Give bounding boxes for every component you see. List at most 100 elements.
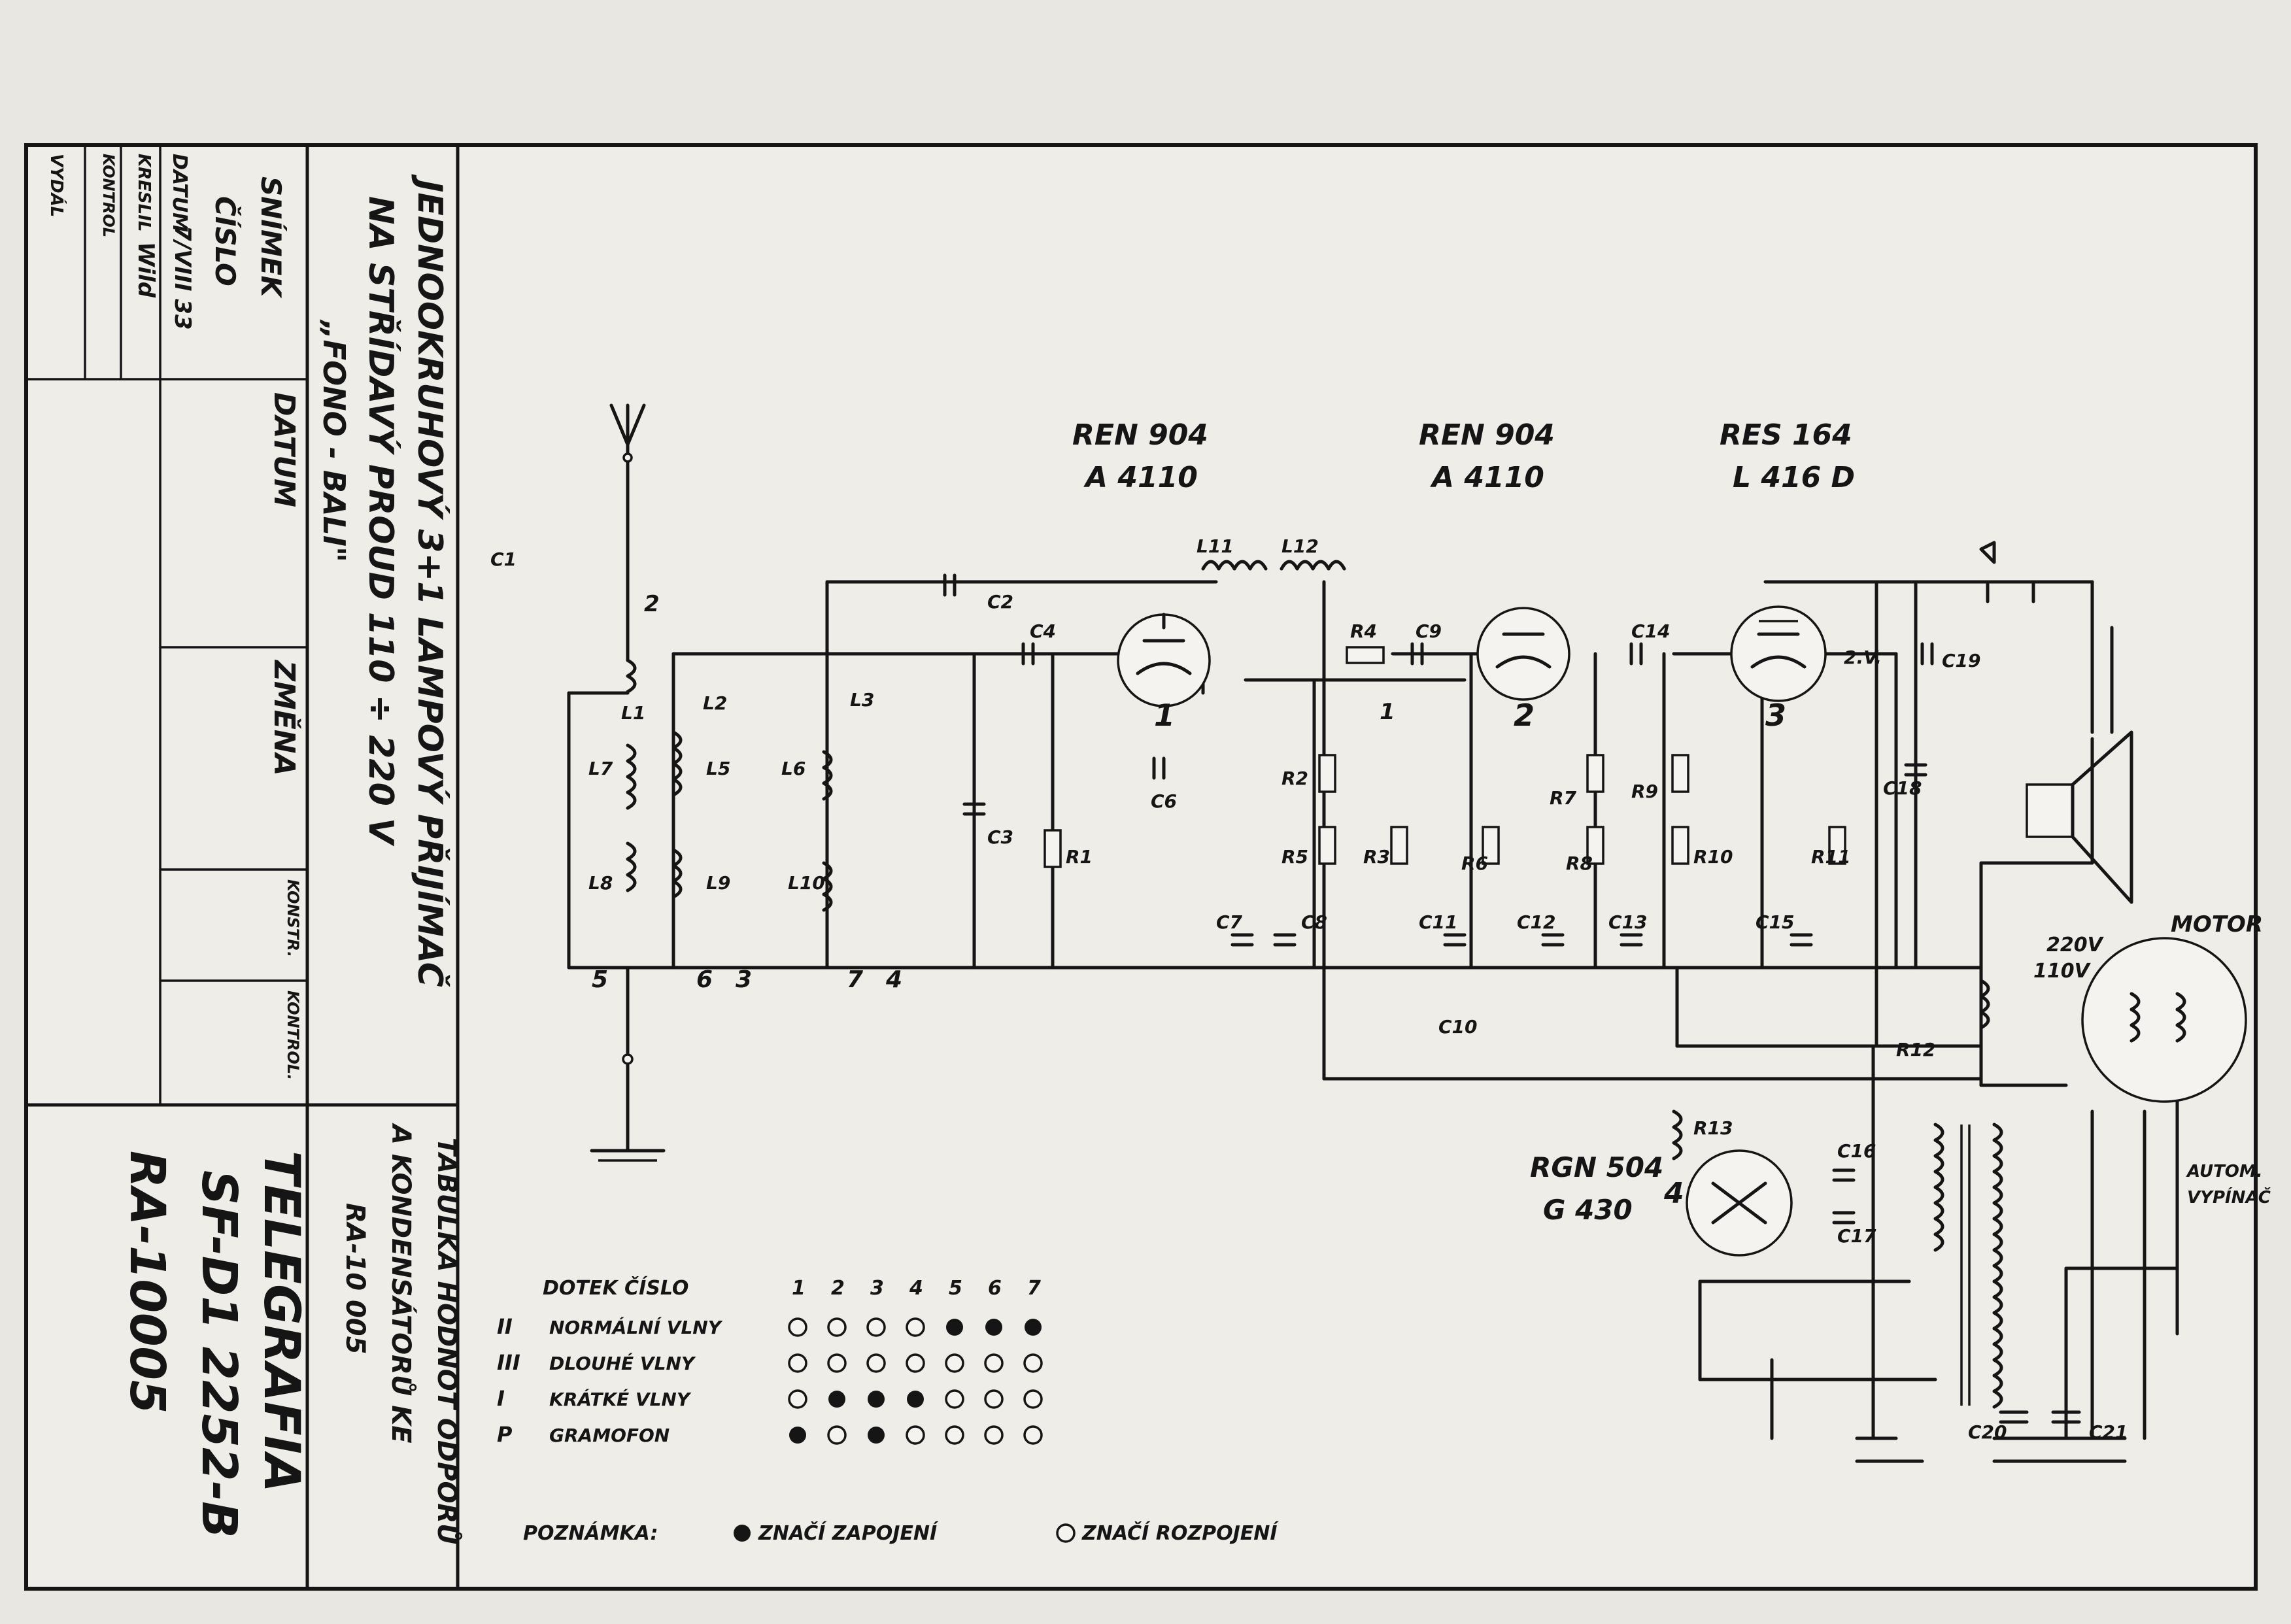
contact-1: 1 (1380, 699, 1395, 725)
cap-label-c20: C20 (1968, 1421, 2007, 1443)
res-label-r2: R2 (1281, 768, 1308, 789)
coil-group (626, 560, 1990, 1160)
res-label-r10: R10 (1693, 846, 1733, 868)
contact-2: 2 (644, 591, 660, 617)
res-label-r7: R7 (1550, 787, 1577, 809)
company-name: TELEGRAFIA (253, 1151, 311, 1493)
open-contact-dot (866, 1353, 886, 1373)
kreslil-label: KRESLIL (134, 154, 154, 231)
motor-icon (2081, 937, 2247, 1103)
drawing-number: SF-D1 2252-B (191, 1170, 247, 1538)
tube-1-type: REN 904 (1072, 418, 1208, 452)
tube-4-index: 4 (1663, 1177, 1684, 1210)
open-contact-dot (827, 1353, 847, 1373)
closed-contact-dot (985, 1319, 1002, 1336)
tube-3-index: 3 (1765, 698, 1786, 733)
tube-1 (1117, 613, 1211, 707)
open-contact-dot (906, 1425, 925, 1445)
resistor-group (1044, 646, 1846, 868)
note-open: ZNAČÍ ROZPOJENÍ (1081, 1521, 1279, 1545)
col-datum: DATUM (267, 392, 301, 507)
row-mark: I (497, 1386, 505, 1411)
row-mark: III (497, 1350, 520, 1375)
res-label-r9: R9 (1631, 781, 1658, 802)
coil-label-l10: L10 (788, 872, 825, 894)
table-line-2: A KONDENSÁTORŮ KE (386, 1123, 417, 1444)
cislo-label: ČÍSLO (209, 196, 242, 286)
coil-label-l9: L9 (706, 872, 730, 894)
contact-column-2: 2 (831, 1277, 845, 1300)
kontrol-label: KONTROL (99, 154, 118, 237)
speaker-icon (1979, 541, 2133, 904)
closed-contact-dot (828, 1391, 845, 1408)
cap-label-c21: C21 (2089, 1421, 2128, 1443)
cap-label-c4: C4 (1030, 620, 1056, 642)
cap-label-c3: C3 (987, 826, 1013, 848)
kreslil-value: Wild (133, 242, 159, 298)
cap-label-c8: C8 (1301, 911, 1327, 933)
open-contact-dot (788, 1389, 807, 1409)
snimek-label: SNÍMEK (255, 177, 288, 299)
cap-label-c9: C9 (1416, 620, 1442, 642)
open-contact-dot (945, 1425, 964, 1445)
closed-contact-dot (1025, 1319, 1042, 1336)
tube-2 (1476, 607, 1570, 701)
capacitor-group (943, 573, 2081, 1424)
cap-label-c12: C12 (1517, 911, 1556, 933)
coil-label-l1: L1 (621, 702, 645, 724)
open-contact-dot (827, 1317, 847, 1337)
coil-label-l6: L6 (781, 758, 806, 779)
coil-label-l7: L7 (588, 758, 613, 779)
open-contact-dot (788, 1317, 807, 1337)
cap-label-c19: C19 (1942, 650, 1981, 671)
contact-4: 4 (885, 966, 902, 993)
res-label-r3: R3 (1363, 846, 1390, 868)
closed-contact-dot (907, 1391, 924, 1408)
open-contact-dot (788, 1353, 807, 1373)
coil-label-l8: L8 (588, 872, 613, 894)
model-number: RA-10005 (119, 1151, 175, 1413)
contact-5: 5 (592, 966, 608, 993)
description-line-3: „FONO - BALI" (316, 319, 352, 562)
voltage-220-label: 220V (2046, 934, 2105, 956)
table-line-3: RA-10 005 (340, 1203, 370, 1354)
tube-1-equiv: A 4110 (1083, 461, 1198, 494)
vydal-label: VYDÁL (46, 154, 67, 217)
row-mark: II (497, 1314, 513, 1339)
tube-2-type: REN 904 (1419, 418, 1555, 452)
cap-label-c6: C6 (1151, 790, 1177, 812)
tube-4 (1686, 1149, 1793, 1257)
power-transformer-icon (1933, 1123, 2003, 1409)
open-contact-dot (984, 1353, 1004, 1373)
closed-legend-dot (734, 1525, 751, 1542)
open-contact-dot (906, 1353, 925, 1373)
tube-3-type: RES 164 (1720, 418, 1852, 452)
antenna (609, 403, 646, 1065)
tube-3-equiv: L 416 D (1733, 461, 1855, 494)
tube-4-type: RGN 504 (1530, 1151, 1663, 1183)
closed-contact-dot (789, 1427, 806, 1444)
cap-label-c18: C18 (1883, 777, 1922, 799)
contact-column-4: 4 (909, 1277, 923, 1300)
res-label-r4: R4 (1350, 620, 1377, 642)
coil-label-l3: L3 (850, 689, 874, 711)
open-contact-dot (1023, 1425, 1043, 1445)
closed-contact-dot (946, 1319, 963, 1336)
auto-switch-label-2: VYPÍNAČ (2187, 1187, 2271, 1208)
res-label-r13: R13 (1693, 1117, 1733, 1139)
contact-column-6: 6 (988, 1277, 1002, 1300)
coil-label-l11: L11 (1196, 535, 1234, 557)
open-contact-dot (1023, 1389, 1043, 1409)
open-contact-dot (984, 1389, 1004, 1409)
col-konstr: KONSTR. (284, 879, 302, 957)
cap-label-c2: C2 (987, 591, 1013, 613)
cap-label-c15: C15 (1756, 911, 1795, 933)
closed-contact-dot (868, 1427, 885, 1444)
cap-label-c14: C14 (1631, 620, 1671, 642)
contact-column-3: 3 (870, 1277, 884, 1300)
closed-contact-dot (868, 1391, 885, 1408)
sw-voltage: 2.V. (1844, 647, 1882, 668)
row-mark: P (497, 1422, 513, 1447)
contact-table-header: DOTEK ČÍSLO (543, 1276, 688, 1300)
